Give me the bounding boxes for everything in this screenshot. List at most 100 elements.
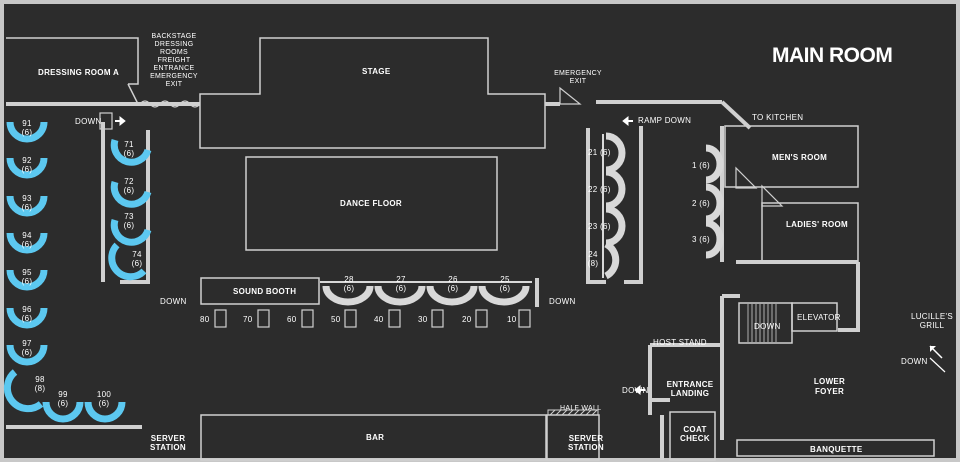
booth-95 [6,269,48,291]
room-outlines [6,37,935,461]
booth-label: 97(6) [21,339,33,357]
booth-label: 73(6) [123,212,135,230]
down-label-stairs: DOWN [754,322,781,331]
booth-26 [426,285,478,306]
mens-room-label: MEN'S ROOM [772,153,828,162]
booth-label: 22 (6) [588,185,611,194]
booth-93 [6,195,48,217]
booth-label: 100(6) [96,390,112,408]
booth-21 [605,132,626,174]
table-number: 40 [374,315,384,324]
dressing-room-label: DRESSING ROOM A [38,68,120,77]
blue-booths [3,121,152,423]
backstage-label: BACKSTAGE DRESSING ROOMS FREIGHT ENTRANC… [150,33,198,88]
table-number: 60 [287,315,297,324]
booth-92 [6,157,48,179]
table-number: 30 [418,315,428,324]
half-wall [547,409,599,416]
booth-label: 91(6) [21,119,33,137]
half-wall-label: HALF WALL [560,405,602,412]
page-title: MAIN ROOM [772,44,893,67]
lucilles-grill-path [929,357,946,373]
booth-73 [110,218,152,246]
booth-25 [478,285,530,306]
down-label-left: DOWN [75,117,102,126]
booth-label: 3 (6) [692,235,710,244]
down-label-center: DOWN [160,297,187,306]
booth-label: 28(6) [343,275,355,293]
booth-28 [322,285,374,306]
server-station-right-label: SERVER STATION [567,434,605,452]
table-number: 10 [507,315,517,324]
to-kitchen-label: TO KITCHEN [752,113,804,122]
booth-23 [605,205,626,247]
entrance-landing-label: ENTRANCE LANDING [666,380,714,398]
table-number: 20 [462,315,472,324]
booth-96 [6,307,48,329]
booth-label: 74(6) [131,250,143,268]
booth-72 [110,180,152,208]
booth-99 [42,401,84,423]
booth-label: 95(6) [21,268,33,286]
banquette-label: BANQUETTE [810,445,863,454]
server-station-left-label: SERVER STATION [149,434,187,452]
stair-treads [747,304,777,342]
booth-label: 21 (6) [588,148,611,157]
booth-3 [705,219,724,259]
ladies-room-label: LADIES' ROOM [786,220,848,229]
booth-22 [605,168,626,210]
booth-label: 93(6) [21,194,33,212]
sound-booth-label: SOUND BOOTH [233,287,297,296]
elevator-label: ELEVATOR [797,313,841,322]
booth-label: 2 (6) [692,199,710,208]
booth-1 [705,144,724,184]
table-number: 80 [200,315,210,324]
booth-94 [6,232,48,254]
ladies-room-door [761,184,784,207]
thick-walls [6,100,860,460]
lucilles-grill-label: LUCILLE'S GRILL [910,312,954,330]
booth-label: 92(6) [21,156,33,174]
booth-label: 72(6) [123,177,135,195]
emergency-exit-label: EMERGENCY EXIT [554,70,602,85]
booth-71 [110,138,152,166]
door-left [99,112,113,130]
booth-label: 26(6) [447,275,459,293]
booth-label: 96(6) [21,305,33,323]
coat-check-label: COAT CHECK [680,425,710,443]
booth-91 [6,121,48,143]
booth-label: 1 (6) [692,161,710,170]
backstage-curtain [139,100,201,108]
booth-label: 98(8) [34,375,46,393]
down-label-entrance: DOWN [622,386,649,395]
booth-label: 23 (6) [588,222,611,231]
booth-label: 99(6) [57,390,69,408]
dance-floor-label: DANCE FLOOR [340,199,402,208]
mens-room-door [735,166,758,189]
host-stand-label: HOST STAND [653,338,707,347]
front-booths [320,132,724,306]
table-number: 70 [243,315,253,324]
ramp-down-label: RAMP DOWN [638,116,692,125]
bar-label: BAR [366,433,385,442]
booth-2 [705,183,724,223]
booth-label: 71(6) [123,140,135,158]
booth-100 [84,401,126,423]
down-label-right: DOWN [549,297,576,306]
stage-label: STAGE [362,67,391,76]
booth-label: 24(8) [587,250,599,268]
booth-label: 27(6) [395,275,407,293]
booth-24 [604,240,620,280]
down-label-grill: DOWN [901,357,928,366]
booth-98 [3,369,44,413]
booth-label: 25(6) [499,275,511,293]
small-tables [214,309,531,328]
booth-74 [108,242,147,281]
table-number: 50 [331,315,341,324]
booth-label: 94(6) [21,231,33,249]
booth-97 [6,344,48,366]
lower-foyer-label: LOWER FOYER [813,377,846,396]
booth-27 [374,285,426,306]
